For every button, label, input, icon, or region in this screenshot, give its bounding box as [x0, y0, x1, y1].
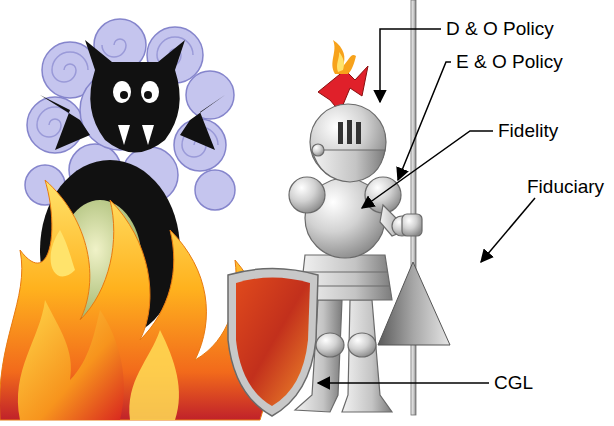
leader-line: [318, 382, 489, 384]
leader-line: [362, 131, 493, 208]
part-label: D & O Policy: [446, 18, 554, 40]
leader-line: [380, 29, 441, 102]
plume: [318, 40, 368, 112]
leader-lines: [318, 29, 535, 383]
part-label: E & O Policy: [456, 51, 563, 73]
leader-line: [481, 198, 535, 262]
part-label: Fidelity: [498, 120, 558, 142]
leader-line: [398, 62, 451, 180]
part-label: Fiduciary: [527, 176, 604, 198]
part-label: CGL: [494, 372, 533, 394]
shield: [228, 269, 318, 417]
cloud-swirl: [37, 37, 218, 182]
